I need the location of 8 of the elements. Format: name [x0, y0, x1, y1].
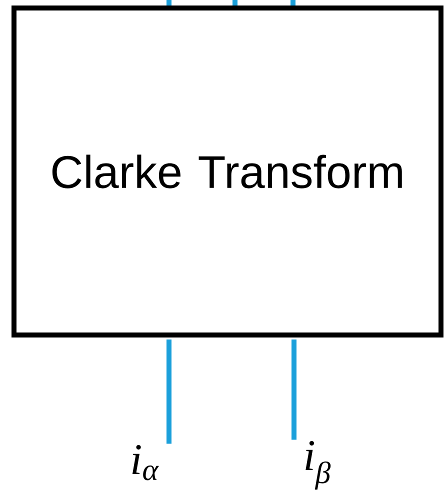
- signal-line: [166, 340, 172, 444]
- signal-label: i$_{β}$: [306, 440, 331, 490]
- process-box: Clarke Transform: [12, 6, 444, 338]
- signal-line: [292, 340, 296, 440]
- signal-line: [290, 0, 296, 6]
- signal-line: [166, 0, 172, 6]
- signal-line: [232, 0, 238, 6]
- signal-label: i$_{α}$: [132, 444, 159, 480]
